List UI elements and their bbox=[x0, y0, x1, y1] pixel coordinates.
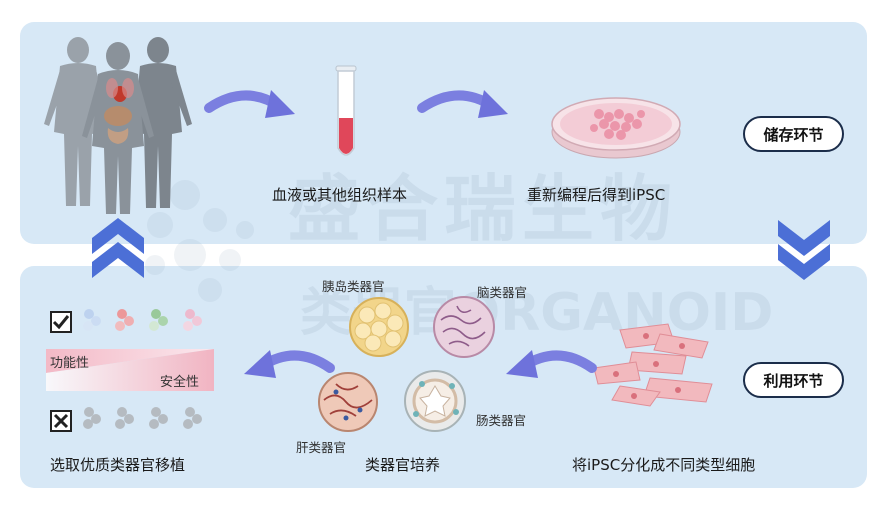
liver-organoid-icon bbox=[318, 372, 378, 432]
brain-organoid-icon bbox=[433, 296, 495, 358]
blood-tube-icon bbox=[335, 65, 357, 156]
petri-dish-icon bbox=[551, 97, 681, 159]
arrow-left-icon bbox=[506, 350, 597, 378]
double-chevron-down-icon bbox=[778, 220, 830, 280]
safety-label: 安全性 bbox=[160, 375, 200, 390]
differentiated-cells-icon bbox=[593, 323, 713, 407]
double-chevron-up-icon bbox=[92, 218, 144, 278]
poor-organoids-icon bbox=[83, 407, 202, 429]
ipsc-label: 重新编程后得到iPSC bbox=[527, 186, 666, 204]
arrow-right-icon bbox=[417, 90, 508, 118]
brain-organoid-label: 脑类器官 bbox=[477, 285, 528, 300]
function-label: 功能性 bbox=[50, 356, 90, 371]
select-transplant-label: 选取优质类器官移植 bbox=[50, 456, 186, 474]
watermark-company: 盛合瑞生物 bbox=[288, 167, 679, 251]
intestine-organoid-icon bbox=[404, 370, 466, 432]
crossed-box-icon bbox=[50, 410, 72, 432]
arrow-left-icon bbox=[244, 350, 335, 378]
pancreas-organoid-label: 胰岛类器官 bbox=[322, 279, 385, 294]
organoid-culture-label: 类器官培养 bbox=[365, 456, 441, 474]
checked-box-icon bbox=[50, 311, 72, 333]
blood-sample-label: 血液或其他组织样本 bbox=[272, 186, 408, 204]
usage-stage-badge: 利用环节 bbox=[743, 362, 844, 398]
human-silhouettes-icon bbox=[44, 37, 192, 214]
intestine-organoid-label: 肠类器官 bbox=[476, 413, 527, 428]
arrow-right-icon bbox=[204, 90, 295, 118]
liver-organoid-label: 肝类器官 bbox=[296, 440, 347, 455]
storage-stage-badge: 储存环节 bbox=[743, 116, 844, 152]
differentiate-label: 将iPSC分化成不同类型细胞 bbox=[572, 456, 756, 474]
good-organoids-icon bbox=[83, 309, 202, 331]
pancreas-organoid-icon bbox=[349, 297, 409, 357]
function-safety-gradient bbox=[46, 349, 214, 391]
